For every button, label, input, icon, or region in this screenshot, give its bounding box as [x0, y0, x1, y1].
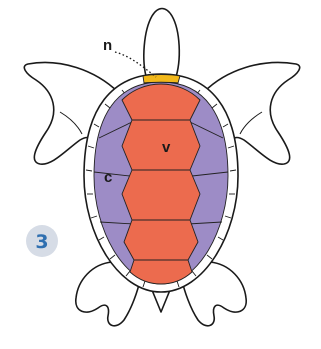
vertebral-scute-2 [122, 120, 200, 170]
turtle-head [144, 9, 179, 81]
vertebral-scute-4 [124, 220, 198, 260]
vertebral-scutes [122, 84, 200, 284]
costal-label: c [104, 169, 112, 186]
turtle-tail [152, 290, 170, 312]
vertebral-label: v [162, 139, 171, 156]
figure-number: 3 [35, 231, 48, 253]
nuchal-label: n [103, 37, 112, 54]
nuchal-scute [143, 75, 180, 84]
vertebral-scute-3 [122, 170, 200, 220]
